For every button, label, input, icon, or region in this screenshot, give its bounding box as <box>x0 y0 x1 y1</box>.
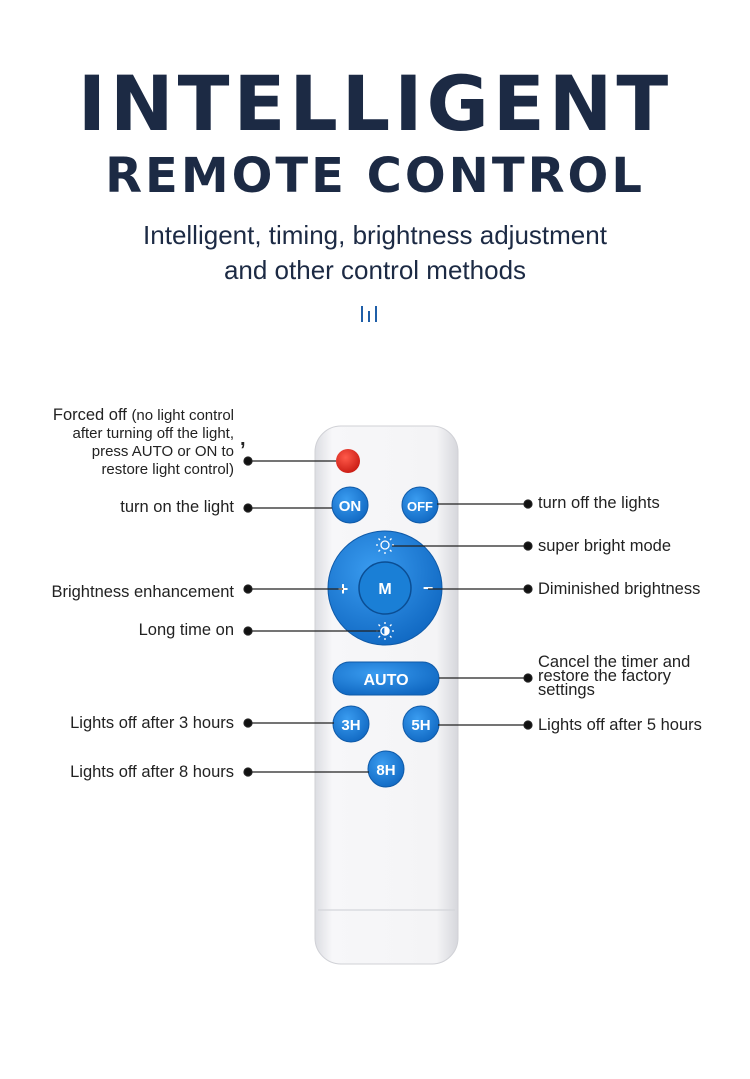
mode-button-label: M <box>378 581 391 598</box>
long-time-on-sun-icon[interactable] <box>376 622 394 640</box>
cancel-timer-label: Cancel the timer and restore the factory… <box>538 653 691 699</box>
diminished-brightness-label: Diminished brightness <box>538 580 701 598</box>
8h-button[interactable] <box>367 750 405 788</box>
8h-button-label: 8H <box>376 762 395 779</box>
3h-button[interactable] <box>332 705 370 743</box>
long-time-on-label: Long time on <box>138 621 234 639</box>
leader-lines <box>243 456 533 777</box>
forced-off-button[interactable] <box>336 449 360 473</box>
super-bright-sun-icon[interactable] <box>376 536 394 554</box>
5h-button-label: 5H <box>411 717 430 734</box>
minus-button[interactable]: − <box>423 578 434 598</box>
on-button[interactable] <box>331 486 369 524</box>
turn-on-label: turn on the light <box>120 498 234 516</box>
description-line-1: Intelligent, timing, brightness adjustme… <box>143 220 607 250</box>
page-title: INTELLIGENT <box>77 59 673 148</box>
auto-button-label: AUTO <box>363 672 408 689</box>
forced-off-label: Forced off (no light control after turni… <box>52 406 234 478</box>
off-8h-label: Lights off after 8 hours <box>70 763 234 781</box>
page-description: Intelligent, timing, brightness adjustme… <box>0 218 750 288</box>
3h-button-label: 3H <box>341 717 360 734</box>
page-subtitle-heading: REMOTE CONTROL <box>105 148 645 204</box>
off-5h-label: Lights off after 5 hours <box>538 716 702 734</box>
off-3h-label: Lights off after 3 hours <box>70 714 234 732</box>
mode-button[interactable] <box>358 561 412 615</box>
forced-off-comma: , <box>240 428 246 450</box>
off-button-label: OFF <box>407 499 433 514</box>
turn-off-label: turn off the lights <box>538 494 660 512</box>
5h-button[interactable] <box>402 705 440 743</box>
description-line-2: and other control methods <box>223 255 527 285</box>
on-button-label: ON <box>339 498 362 515</box>
divider-icon <box>361 306 381 322</box>
brightness-enhancement-label: Brightness enhancement <box>51 583 234 601</box>
super-bright-label: super bright mode <box>538 537 671 555</box>
off-button[interactable] <box>401 486 439 524</box>
